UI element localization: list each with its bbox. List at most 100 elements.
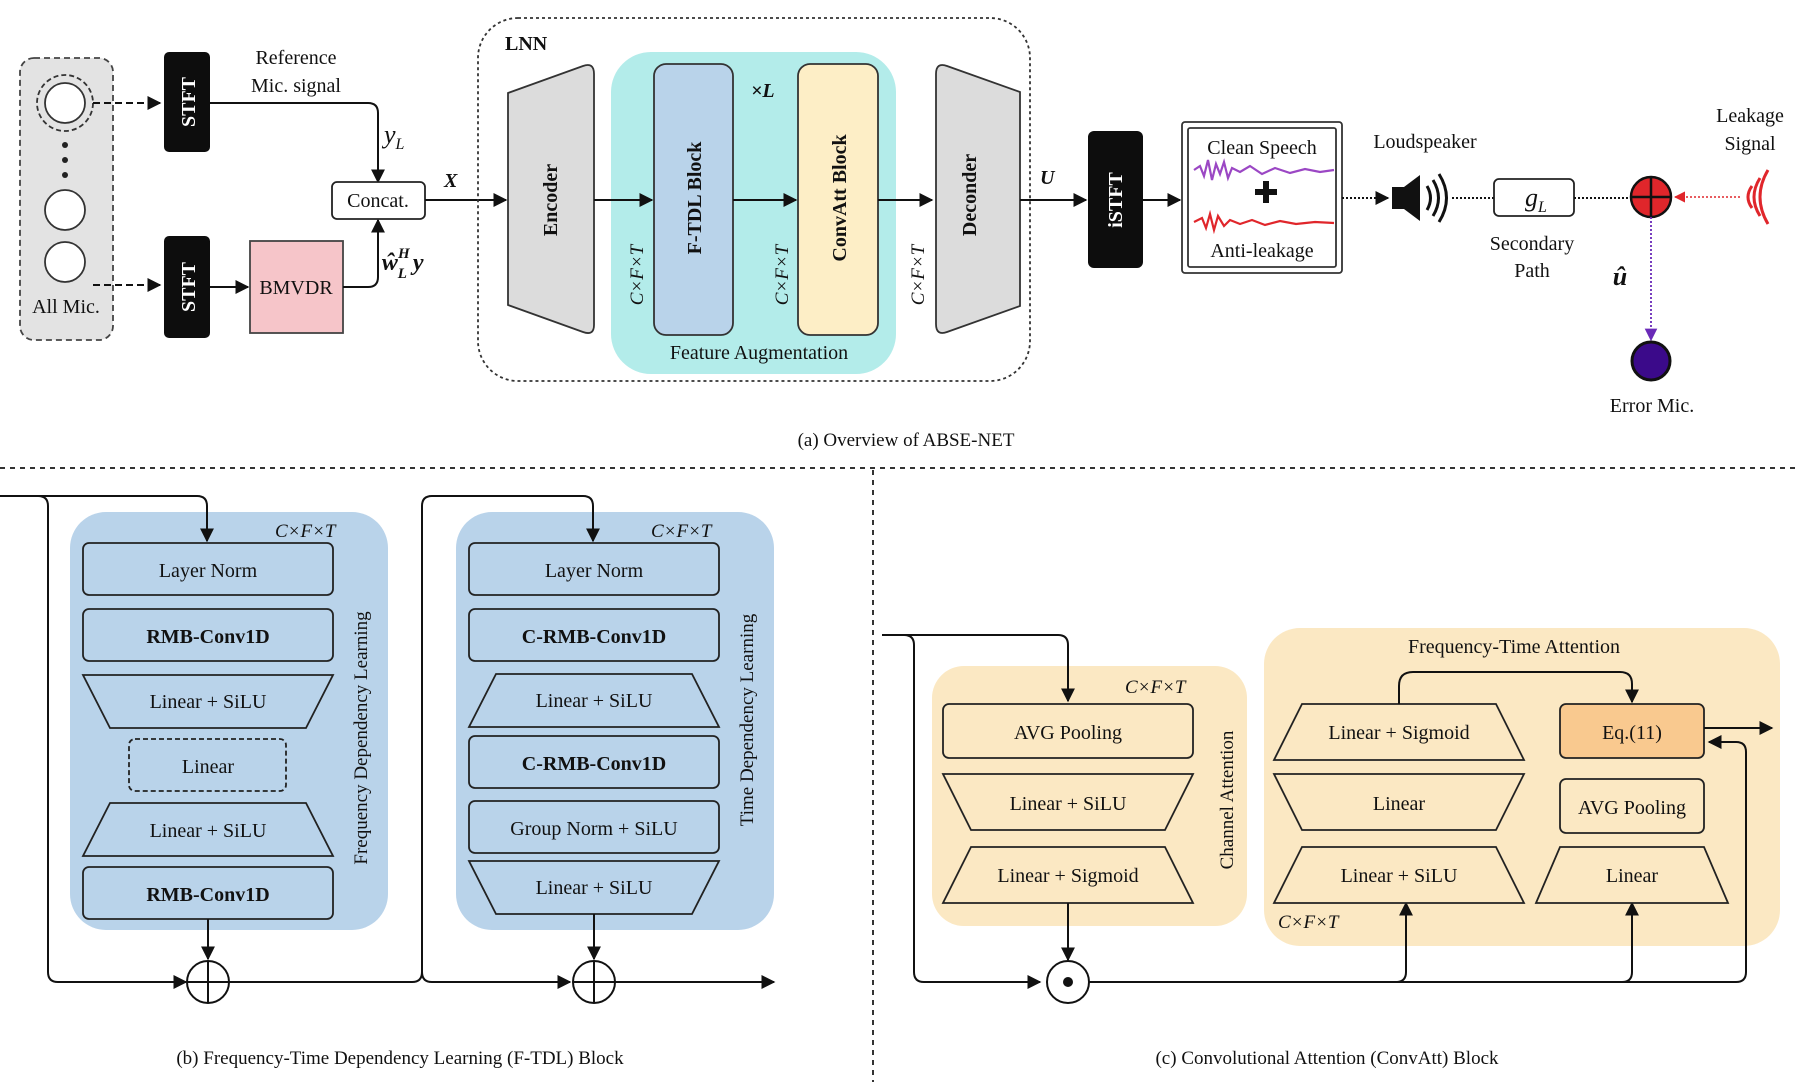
block-label: Linear + SiLU — [150, 691, 267, 713]
loudspeaker-label: Loudspeaker — [1373, 131, 1477, 153]
linear-silu-block — [1272, 846, 1526, 904]
g-l-label: gL — [1525, 183, 1547, 216]
block-label: Linear + SiLU — [1341, 865, 1458, 887]
block-label: Linear — [1373, 793, 1426, 815]
convatt-label: ConvAtt Block — [829, 134, 851, 262]
linear-sigmoid-block — [941, 846, 1195, 904]
all-mic-label: All Mic. — [32, 296, 100, 318]
stft-label: STFT — [178, 261, 200, 312]
eq-11-block — [1559, 703, 1705, 759]
block-label: Layer Norm — [159, 560, 258, 582]
time-dependency-label: Time Dependency Learning — [737, 613, 758, 826]
frequency-time-attention-label: Frequency-Time Attention — [1408, 636, 1620, 658]
c-rmb-conv1d-block — [468, 608, 720, 662]
anti-leakage-waveform — [1193, 209, 1335, 235]
clean-speech-waveform — [1193, 158, 1335, 182]
istft-label: iSTFT — [1105, 172, 1127, 228]
decoder-block — [935, 64, 1021, 334]
secondary-path-label: Path — [1514, 260, 1550, 282]
block-label: Linear — [182, 756, 235, 778]
encoder-block — [507, 64, 595, 334]
mic — [44, 189, 86, 231]
lnn-label: LNN — [505, 33, 548, 55]
caption-c: (c) Convolutional Attention (ConvAtt) Bl… — [1155, 1048, 1499, 1069]
leakage-wave-icon — [1746, 169, 1770, 225]
convatt-panel: C×F×T Channel Attention Frequency-Time A… — [882, 628, 1780, 1069]
block-label: Linear + SiLU — [536, 877, 653, 899]
c-rmb-conv1d-block — [468, 735, 720, 789]
dims-label: C×F×T — [772, 243, 793, 305]
linear-block — [1272, 773, 1526, 831]
group-norm-silu-block — [468, 800, 720, 854]
dims-label: C×F×T — [627, 243, 648, 305]
block-label: RMB-Conv1D — [146, 884, 269, 906]
caption-a: (a) Overview of ABSE-NET — [798, 430, 1015, 451]
block-label: Group Norm + SiLU — [510, 818, 678, 840]
error-mic — [1630, 340, 1672, 382]
block-label: Linear + SiLU — [536, 690, 653, 712]
block-label: RMB-Conv1D — [146, 626, 269, 648]
times-l-label: ×L — [751, 80, 775, 102]
istft-block — [1088, 131, 1143, 268]
frequency-dependency-label: Frequency Dependency Learning — [351, 611, 372, 865]
ftdl-label: F-TDL Block — [684, 141, 706, 255]
avg-pooling-block — [1559, 778, 1705, 834]
linear-block — [128, 738, 287, 792]
block-label: AVG Pooling — [1578, 797, 1686, 819]
reference-label: Mic. signal — [251, 75, 341, 97]
channel-attention-label: Channel Attention — [1217, 730, 1238, 869]
concat-label: Concat. — [347, 190, 409, 212]
anti-leakage-label: Anti-leakage — [1210, 240, 1313, 262]
reference-mic — [44, 82, 86, 124]
loudspeaker-icon — [1392, 173, 1448, 223]
block-label: Linear + Sigmoid — [1328, 722, 1469, 744]
reference-label: Reference — [255, 47, 336, 69]
secondary-path-label: Secondary — [1490, 233, 1574, 255]
dims-label: C×F×T — [1125, 677, 1187, 698]
mic — [44, 241, 86, 283]
block-label: Eq.(11) — [1602, 722, 1662, 744]
caption-b: (b) Frequency-Time Dependency Learning (… — [176, 1048, 624, 1069]
u-label: U — [1040, 167, 1056, 189]
layer-norm-block — [82, 542, 334, 596]
dims-label: C×F×T — [1278, 912, 1340, 933]
error-mic-label: Error Mic. — [1610, 395, 1694, 417]
dims-label: C×F×T — [908, 243, 929, 305]
linear-silu-block — [81, 674, 335, 729]
bmvdr-label: BMVDR — [259, 277, 333, 299]
y-l-label: yL — [381, 120, 405, 153]
dims-label: C×F×T — [651, 521, 713, 542]
encoder-label: Encoder — [540, 164, 562, 236]
block-label: C-RMB-Conv1D — [522, 753, 666, 775]
avg-pooling-block — [942, 703, 1194, 759]
rmb-conv1d-block — [82, 608, 334, 662]
clean-speech-label: Clean Speech — [1207, 137, 1316, 159]
stft-label: STFT — [178, 76, 200, 127]
block-label: Linear + Sigmoid — [997, 865, 1138, 887]
linear-silu-block — [81, 802, 335, 857]
overview-panel: All Mic. STFT STFT Reference Mic. signal… — [19, 17, 1784, 451]
linear-silu-block — [941, 773, 1195, 831]
dims-label: C×F×T — [275, 521, 337, 542]
linear-silu-block — [467, 673, 721, 728]
block-label: Linear + SiLU — [1010, 793, 1127, 815]
linear-block — [1534, 846, 1730, 904]
u-hat-label: û — [1613, 262, 1627, 291]
block-label: Linear + SiLU — [150, 820, 267, 842]
x-label: X — [443, 170, 458, 192]
ftdl-panel: C×F×T Frequency Dependency Learning Laye… — [0, 495, 776, 1069]
leakage-signal-label: Leakage — [1716, 105, 1784, 127]
decoder-label: Deconder — [959, 154, 981, 236]
block-label: Layer Norm — [545, 560, 644, 582]
plus-icon — [1255, 181, 1277, 203]
lnn-container — [477, 17, 1031, 382]
block-label: AVG Pooling — [1014, 722, 1122, 744]
linear-sigmoid-block — [1272, 703, 1526, 761]
stft-block-top — [164, 52, 210, 152]
layer-norm-block — [468, 542, 720, 596]
block-label: C-RMB-Conv1D — [522, 626, 666, 648]
feature-augmentation-label: Feature Augmentation — [670, 342, 848, 364]
leakage-signal-label: Signal — [1724, 133, 1776, 155]
